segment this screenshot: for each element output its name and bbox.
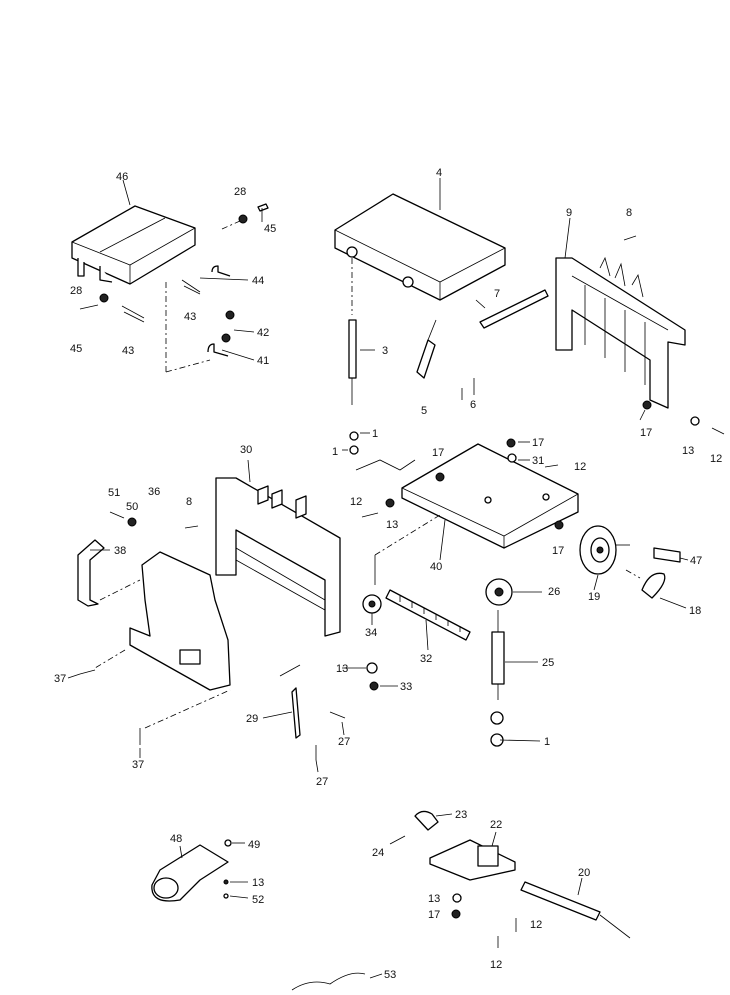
shaft-25	[491, 610, 505, 700]
table-4	[334, 193, 506, 315]
label-37a: 37	[54, 673, 66, 685]
label-17d: 17	[552, 545, 564, 557]
label-13e: 13	[428, 893, 440, 905]
label-13a: 13	[682, 445, 694, 457]
housing-36	[129, 551, 231, 691]
clip-53	[291, 972, 366, 991]
label-8a: 8	[626, 207, 632, 219]
label-22: 22	[490, 819, 502, 831]
pulley-19	[579, 525, 630, 575]
label-8b: 8	[186, 496, 192, 508]
label-38: 38	[114, 545, 126, 557]
label-49: 49	[248, 839, 260, 851]
hardware-right	[623, 235, 725, 435]
label-40: 40	[430, 561, 442, 573]
label-23: 23	[455, 809, 467, 821]
label-17e: 17	[428, 909, 440, 921]
bracket-22	[429, 839, 516, 881]
label-34: 34	[365, 627, 377, 639]
label-5: 5	[421, 405, 427, 417]
label-50: 50	[126, 501, 138, 513]
base-40	[401, 443, 579, 549]
label-51: 51	[108, 487, 120, 499]
label-32: 32	[420, 653, 432, 665]
leader-lines	[67, 178, 689, 979]
label-36: 36	[148, 486, 160, 498]
label-27a: 27	[338, 736, 350, 748]
frame-9	[555, 256, 686, 409]
label-9: 9	[566, 207, 572, 219]
side-frame-30	[215, 477, 341, 637]
label-1a: 1	[372, 428, 378, 440]
label-12c: 12	[350, 496, 362, 508]
label-44: 44	[252, 275, 264, 287]
label-42: 42	[257, 327, 269, 339]
chain-32	[385, 589, 471, 641]
label-1b: 1	[332, 446, 338, 458]
label-29: 29	[246, 713, 258, 725]
label-17a: 17	[640, 427, 652, 439]
label-6: 6	[470, 399, 476, 411]
handle-48	[151, 844, 229, 902]
bracket-38	[77, 539, 105, 607]
label-12b: 12	[574, 461, 586, 473]
handle-18	[641, 572, 666, 599]
pin-47	[653, 547, 681, 563]
label-27b: 27	[316, 776, 328, 788]
label-17b: 17	[532, 437, 544, 449]
label-46: 46	[116, 171, 128, 183]
label-18: 18	[689, 605, 701, 617]
label-17c: 17	[432, 447, 444, 459]
label-28b: 28	[70, 285, 82, 297]
label-48: 48	[170, 833, 182, 845]
label-12e: 12	[490, 959, 502, 971]
rod-7	[479, 289, 549, 329]
bracket-5	[416, 339, 436, 379]
callout-labels: 46 28 45 44 43 42 41 28 45 43 4 3 5 6 7 …	[54, 167, 722, 981]
sprocket-26	[485, 578, 513, 606]
label-4: 4	[436, 167, 442, 179]
hardware-upper-left	[79, 203, 269, 373]
label-45b: 45	[70, 343, 82, 355]
label-1c: 1	[544, 736, 550, 748]
label-13c: 13	[336, 663, 348, 675]
knob-23	[414, 810, 439, 831]
label-12a: 12	[710, 453, 722, 465]
label-28a: 28	[234, 186, 246, 198]
label-13b: 13	[386, 519, 398, 531]
label-31: 31	[532, 455, 544, 467]
label-20: 20	[578, 867, 590, 879]
label-43b: 43	[122, 345, 134, 357]
guard-cover-46	[71, 205, 196, 285]
label-25: 25	[542, 657, 554, 669]
link-29	[291, 687, 301, 739]
label-3: 3	[382, 345, 388, 357]
label-47: 47	[690, 555, 702, 567]
label-12d: 12	[530, 919, 542, 931]
label-33: 33	[400, 681, 412, 693]
label-13d: 13	[252, 877, 264, 889]
label-52: 52	[252, 894, 264, 906]
label-30: 30	[240, 444, 252, 456]
label-19: 19	[588, 591, 600, 603]
label-41: 41	[257, 355, 269, 367]
label-53: 53	[384, 969, 396, 981]
label-7: 7	[494, 288, 500, 300]
label-37b: 37	[132, 759, 144, 771]
shaft-20	[520, 881, 601, 921]
label-24: 24	[372, 847, 384, 859]
pin-3	[348, 319, 357, 405]
sprocket-34	[362, 594, 382, 614]
label-43a: 43	[184, 311, 196, 323]
label-45a: 45	[264, 223, 276, 235]
label-26: 26	[548, 586, 560, 598]
